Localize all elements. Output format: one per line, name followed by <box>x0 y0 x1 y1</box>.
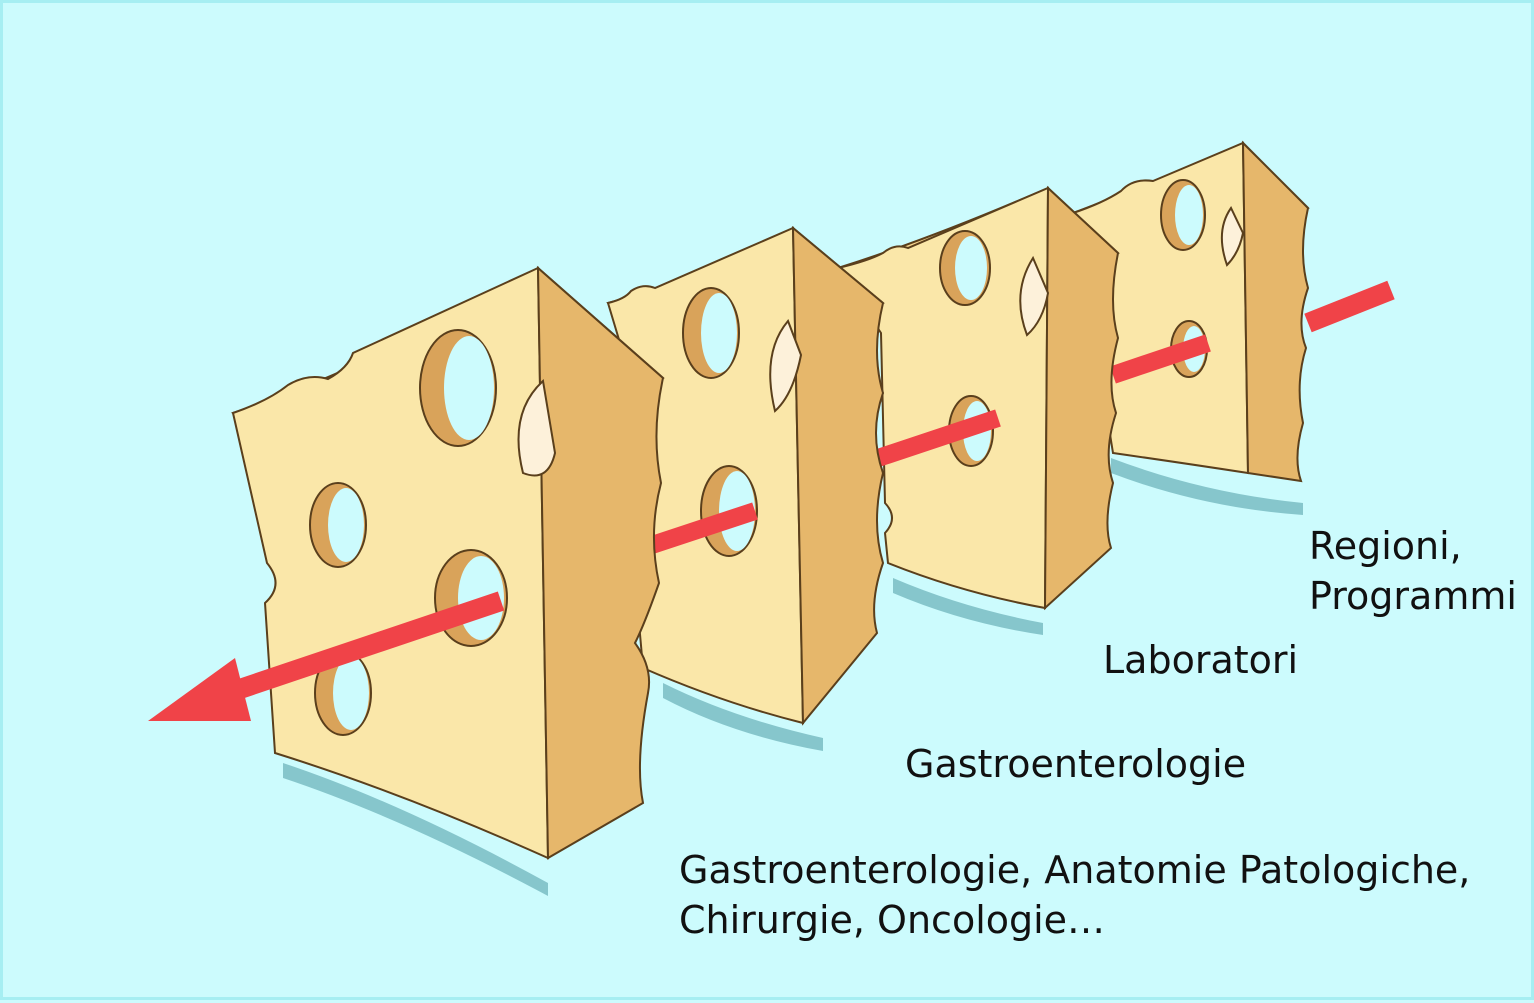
label-line: Regioni, <box>1309 521 1517 571</box>
label-line: Programmi <box>1309 571 1517 621</box>
cheese-slice-icon <box>233 268 663 896</box>
layer-label-multidisciplinary: Gastroenterologie, Anatomie Patologiche,… <box>679 845 1470 945</box>
layer-label-regioni-programmi: Regioni, Programmi <box>1309 521 1517 621</box>
label-line: Laboratori <box>1103 635 1298 685</box>
label-line: Chirurgie, Oncologie… <box>679 895 1470 945</box>
label-line: Gastroenterologie, Anatomie Patologiche, <box>679 845 1470 895</box>
layer-label-gastroenterologie: Gastroenterologie <box>905 739 1246 789</box>
layer-label-laboratori: Laboratori <box>1103 635 1298 685</box>
label-line: Gastroenterologie <box>905 739 1246 789</box>
